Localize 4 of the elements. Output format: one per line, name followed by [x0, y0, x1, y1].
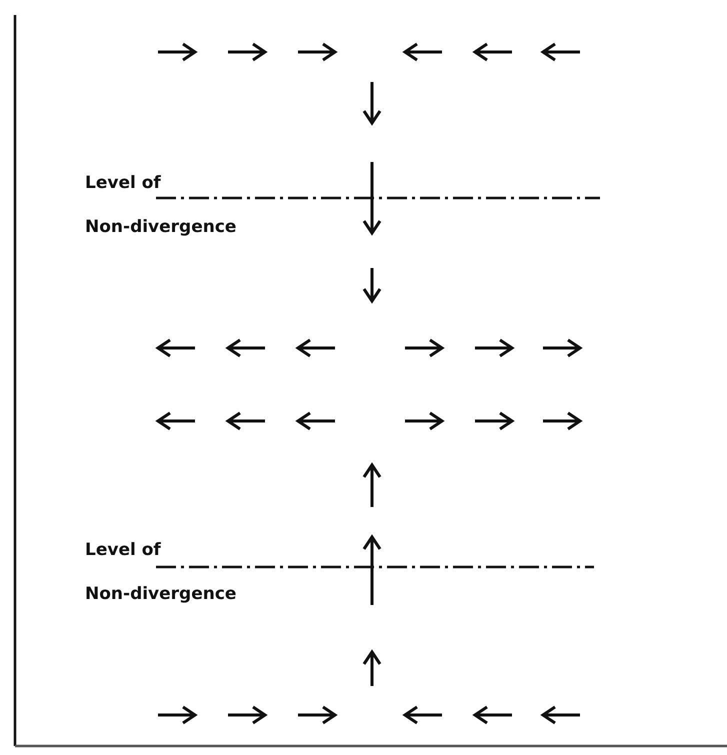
level-label: Level of	[85, 173, 161, 193]
level-label: Non-divergence	[85, 584, 236, 604]
level-label: Non-divergence	[85, 217, 236, 237]
level-label: Level of	[85, 540, 161, 560]
